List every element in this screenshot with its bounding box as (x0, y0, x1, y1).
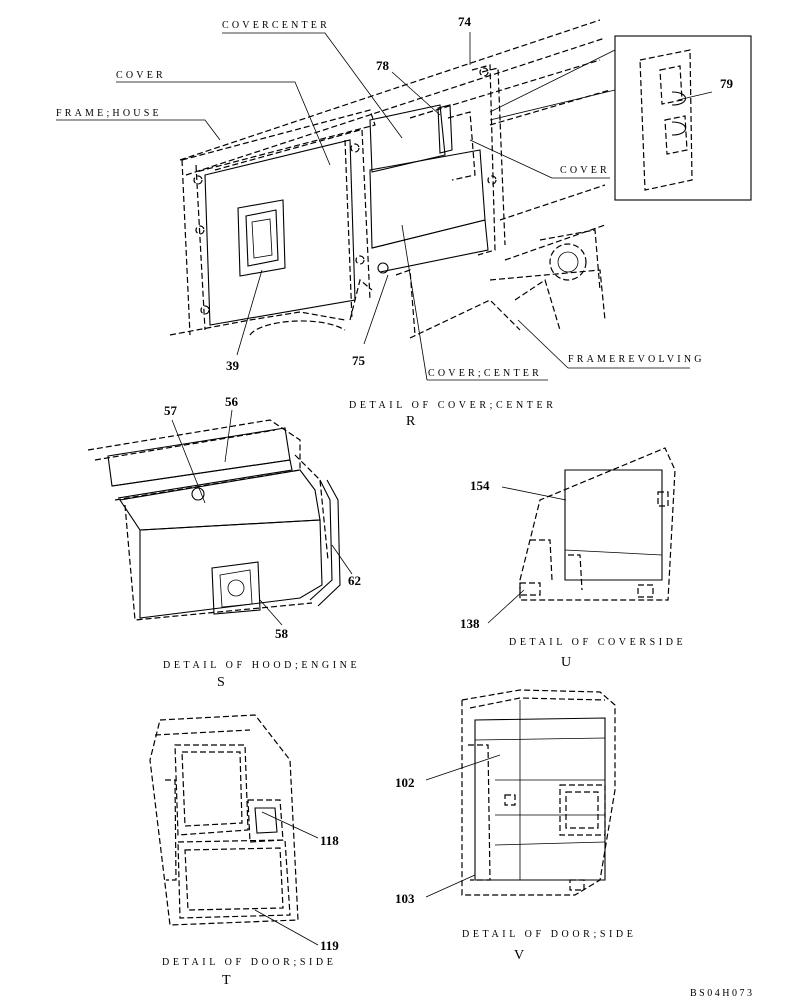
part-57: 57 (164, 403, 178, 418)
part-56: 56 (225, 394, 239, 409)
part-78: 78 (376, 58, 390, 73)
part-103: 103 (395, 891, 415, 906)
part-79: 79 (720, 76, 734, 91)
label-cover-center-bottom: COVER;CENTER (428, 368, 542, 379)
part-119: 119 (320, 938, 339, 953)
detail-r-drawing (56, 19, 752, 381)
label-cover-left: COVER (116, 70, 166, 81)
detail-v-drawing (425, 689, 616, 898)
part-138: 138 (460, 616, 480, 631)
drawing-code: BS04H073 (690, 988, 754, 999)
label-frame-revolving: FRAMEREVOLVING (568, 354, 705, 365)
caption-s: DETAIL OF HOOD;ENGINE (163, 660, 360, 671)
letter-s: S (217, 675, 225, 690)
part-74: 74 (458, 14, 472, 29)
part-154: 154 (470, 478, 490, 493)
caption-v: DETAIL OF DOOR;SIDE (462, 929, 636, 940)
part-62: 62 (348, 573, 361, 588)
caption-r: DETAIL OF COVER;CENTER (349, 400, 556, 411)
letter-r: R (406, 414, 416, 429)
part-102: 102 (395, 775, 415, 790)
detail-u-texts: 154 138 DETAIL OF COVERSIDE U (460, 478, 686, 670)
label-frame-house: FRAME;HOUSE (56, 108, 162, 119)
detail-v-texts: 102 103 DETAIL OF DOOR;SIDE V (395, 775, 636, 963)
detail-s-drawing (87, 409, 353, 626)
part-58: 58 (275, 626, 289, 641)
part-75: 75 (352, 353, 366, 368)
part-39: 39 (226, 358, 240, 373)
letter-v: V (514, 948, 524, 963)
letter-u: U (561, 655, 571, 670)
detail-s-texts: 57 56 62 58 DETAIL OF HOOD;ENGINE S (163, 394, 361, 690)
detail-r-texts: COVERCENTER COVER FRAME;HOUSE COVER FRAM… (56, 14, 734, 429)
label-cover-right: COVER (560, 165, 610, 176)
caption-t: DETAIL OF DOOR;SIDE (162, 957, 336, 968)
letter-t: T (222, 973, 231, 988)
label-cover-center: COVERCENTER (222, 20, 330, 31)
part-118: 118 (320, 833, 339, 848)
detail-u-drawing (487, 447, 676, 624)
detail-t-texts: 118 119 DETAIL OF DOOR;SIDE T (162, 833, 339, 988)
caption-u: DETAIL OF COVERSIDE (509, 637, 686, 648)
detail-t-drawing (149, 714, 319, 946)
